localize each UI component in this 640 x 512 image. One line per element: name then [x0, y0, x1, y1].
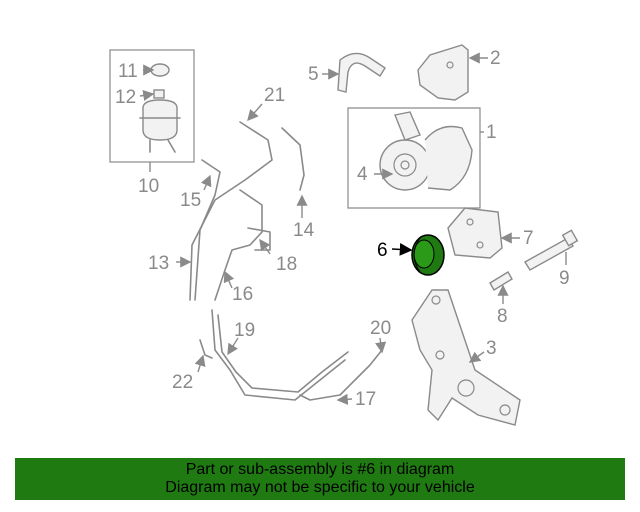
callout-21: 21	[264, 85, 285, 106]
part-info-banner: Part or sub-assembly is #6 in diagram Di…	[15, 458, 625, 500]
callout-15: 15	[180, 190, 201, 211]
callout-8: 8	[497, 306, 508, 327]
pulley-6	[411, 234, 445, 276]
bolt-9	[524, 229, 579, 271]
bracket-3	[411, 289, 521, 426]
parts-diagram: 1 2 3 4 5 6 7 8 9 10 11 12 13 14 15 16 1…	[109, 44, 579, 426]
callout-12: 12	[115, 87, 136, 108]
callout-19: 19	[234, 320, 255, 341]
callout-6: 6	[377, 240, 388, 261]
callout-18: 18	[276, 254, 297, 275]
callout-13: 13	[148, 253, 169, 274]
callout-11: 11	[118, 61, 138, 82]
banner-line-1: Part or sub-assembly is #6 in diagram	[185, 461, 455, 478]
reservoir-assembly	[109, 49, 195, 163]
callout-5: 5	[308, 64, 319, 85]
callout-22: 22	[172, 372, 193, 393]
bracket-7	[447, 207, 503, 259]
banner-line-2: Diagram may not be specific to your vehi…	[165, 479, 475, 496]
callout-20: 20	[370, 318, 391, 339]
bolt-8	[489, 271, 513, 291]
callout-4: 4	[357, 164, 368, 185]
bracket-2	[417, 44, 469, 101]
callout-1: 1	[486, 122, 497, 143]
callout-16: 16	[232, 284, 253, 305]
callout-3: 3	[486, 338, 497, 359]
power-steering-pump	[347, 107, 481, 209]
leader-lines	[139, 52, 567, 405]
callout-9: 9	[559, 268, 570, 289]
callout-labels: 1 2 3 4 5 6 7 8 9 10 11 12 13 14 15 16 1…	[115, 48, 570, 410]
callout-14: 14	[293, 220, 315, 241]
callout-10: 10	[138, 176, 159, 197]
callout-2: 2	[490, 48, 501, 69]
callout-7: 7	[523, 228, 534, 249]
callout-17: 17	[355, 389, 376, 410]
bracket-5	[337, 52, 386, 93]
